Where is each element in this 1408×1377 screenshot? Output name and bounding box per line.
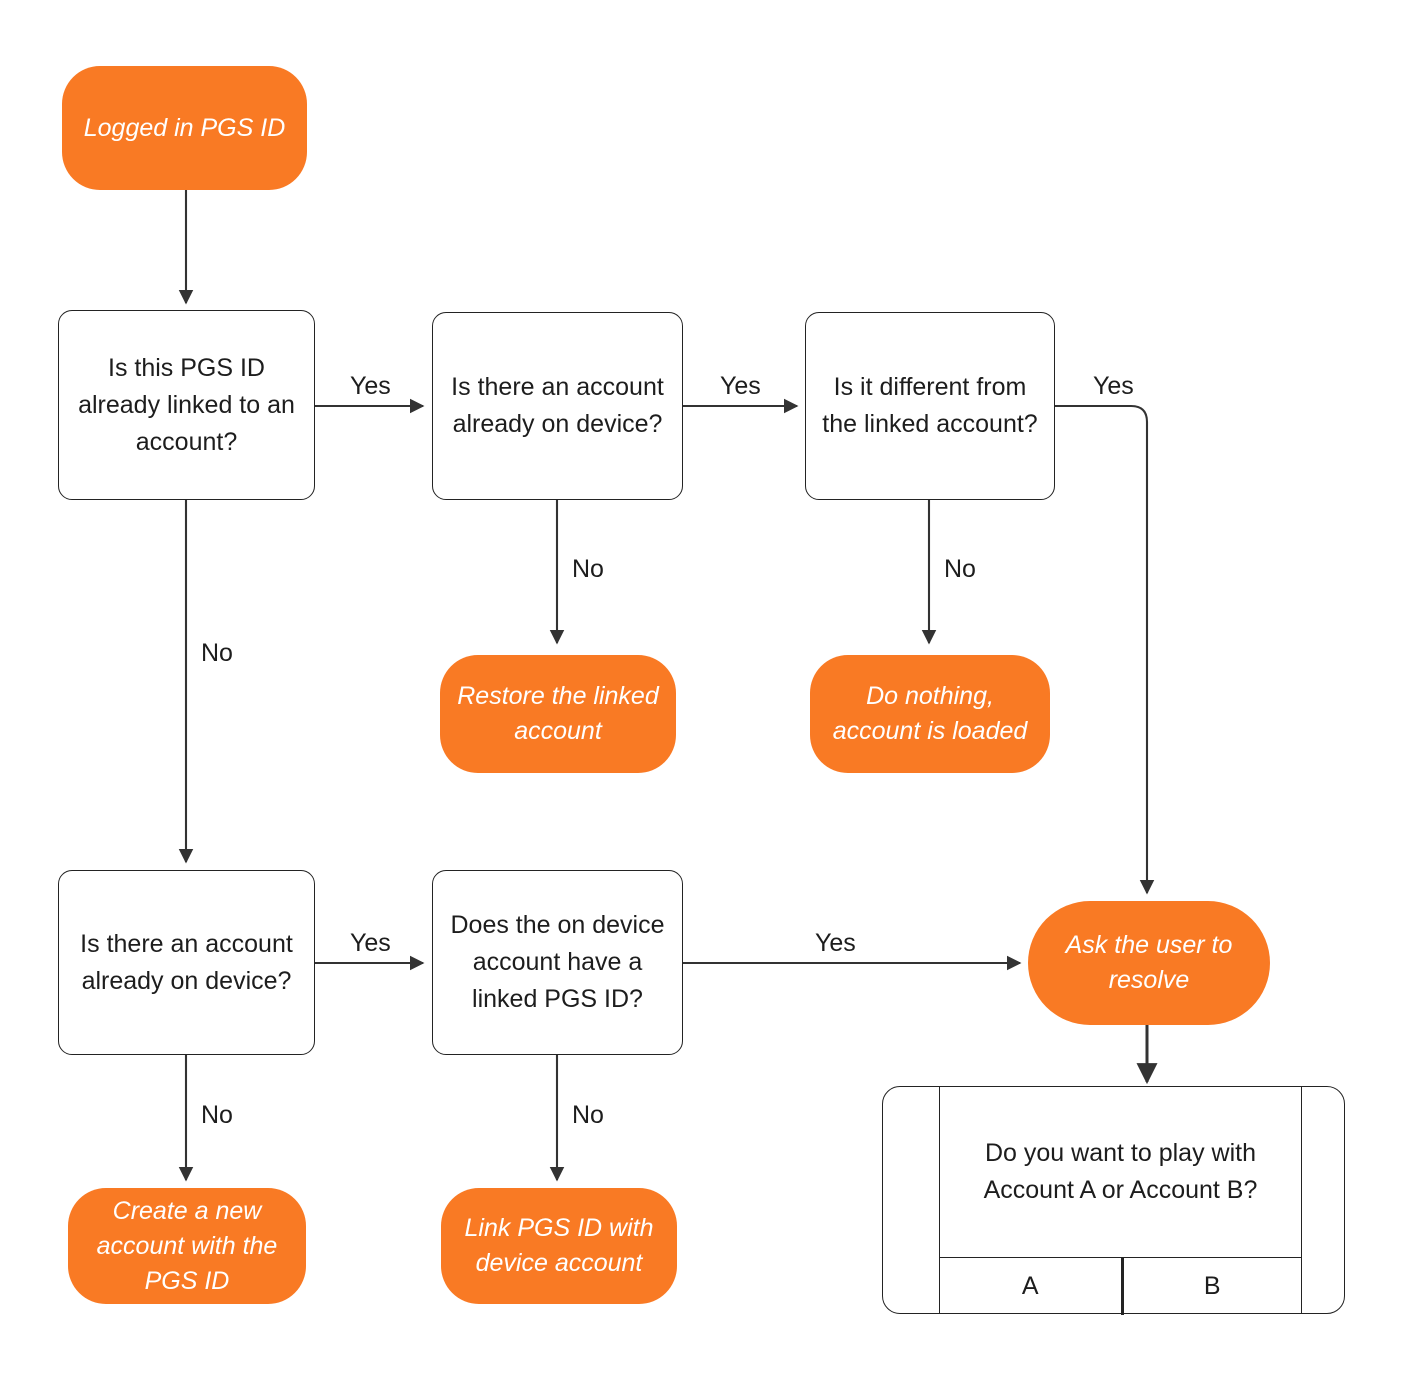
node-account-on-device-upper[interactable]: Is there an account already on device? xyxy=(432,312,683,500)
node-label: Link PGS ID with device account xyxy=(464,1214,654,1277)
node-logged-in-pgs-id[interactable]: Logged in PGS ID xyxy=(62,66,307,190)
dialog-button-b-label: B xyxy=(1203,1272,1221,1300)
edge-label-d2-no: No xyxy=(572,555,604,583)
node-label: Is it different from the linked account? xyxy=(822,373,1038,438)
node-label: Is there an account already on device? xyxy=(451,373,664,438)
dialog-message: Do you want to play with Account A or Ac… xyxy=(940,1087,1301,1257)
node-label: Do nothing, account is loaded xyxy=(832,682,1028,745)
edge-label-d2-yes: Yes xyxy=(720,372,761,400)
dialog-button-a-label: A xyxy=(1021,1272,1039,1300)
node-label: Restore the linked account xyxy=(457,682,659,745)
node-is-pgs-id-linked[interactable]: Is this PGS ID already linked to an acco… xyxy=(58,310,315,500)
edge-label-d5-no: No xyxy=(572,1101,604,1129)
node-is-it-different[interactable]: Is it different from the linked account? xyxy=(805,312,1055,500)
dialog-button-row: A B xyxy=(940,1257,1301,1315)
edge-label-d1-no: No xyxy=(201,639,233,667)
node-label: Logged in PGS ID xyxy=(83,113,286,142)
edge-label-d4-yes: Yes xyxy=(350,929,391,957)
dialog-button-b[interactable]: B xyxy=(1120,1258,1302,1315)
account-choice-dialog: Do you want to play with Account A or Ac… xyxy=(882,1086,1345,1315)
node-restore-linked-account[interactable]: Restore the linked account xyxy=(440,655,676,773)
node-do-nothing-account-loaded[interactable]: Do nothing, account is loaded xyxy=(810,655,1050,773)
dialog-button-a[interactable]: A xyxy=(940,1258,1121,1315)
dialog-left-divider xyxy=(939,1087,940,1313)
node-label: Create a new account with the PGS ID xyxy=(96,1196,278,1295)
edge-d3-yes-to-askuser xyxy=(1055,404,1155,895)
edge-label-d3-yes: Yes xyxy=(1093,372,1134,400)
edge-label-d3-no: No xyxy=(944,555,976,583)
edge-label-d1-yes: Yes xyxy=(350,372,391,400)
node-label: Is this PGS ID already linked to an acco… xyxy=(78,353,295,456)
node-create-new-account[interactable]: Create a new account with the PGS ID xyxy=(68,1188,306,1304)
node-label: Is there an account already on device? xyxy=(80,929,293,995)
node-link-pgs-id-with-device-account[interactable]: Link PGS ID with device account xyxy=(441,1188,677,1304)
edge-label-d4-no: No xyxy=(201,1101,233,1129)
node-device-account-has-linked-pgs-id[interactable]: Does the on device account have a linked… xyxy=(432,870,683,1055)
dialog-message-text: Do you want to play with Account A or Ac… xyxy=(983,1139,1258,1204)
node-ask-the-user-to-resolve[interactable]: Ask the user to resolve xyxy=(1028,901,1270,1025)
dialog-right-divider xyxy=(1301,1087,1302,1313)
edge-label-d5-yes: Yes xyxy=(815,929,856,957)
node-label: Does the on device account have a linked… xyxy=(450,911,665,1013)
node-label: Ask the user to resolve xyxy=(1065,931,1233,994)
node-account-on-device-lower[interactable]: Is there an account already on device? xyxy=(58,870,315,1055)
